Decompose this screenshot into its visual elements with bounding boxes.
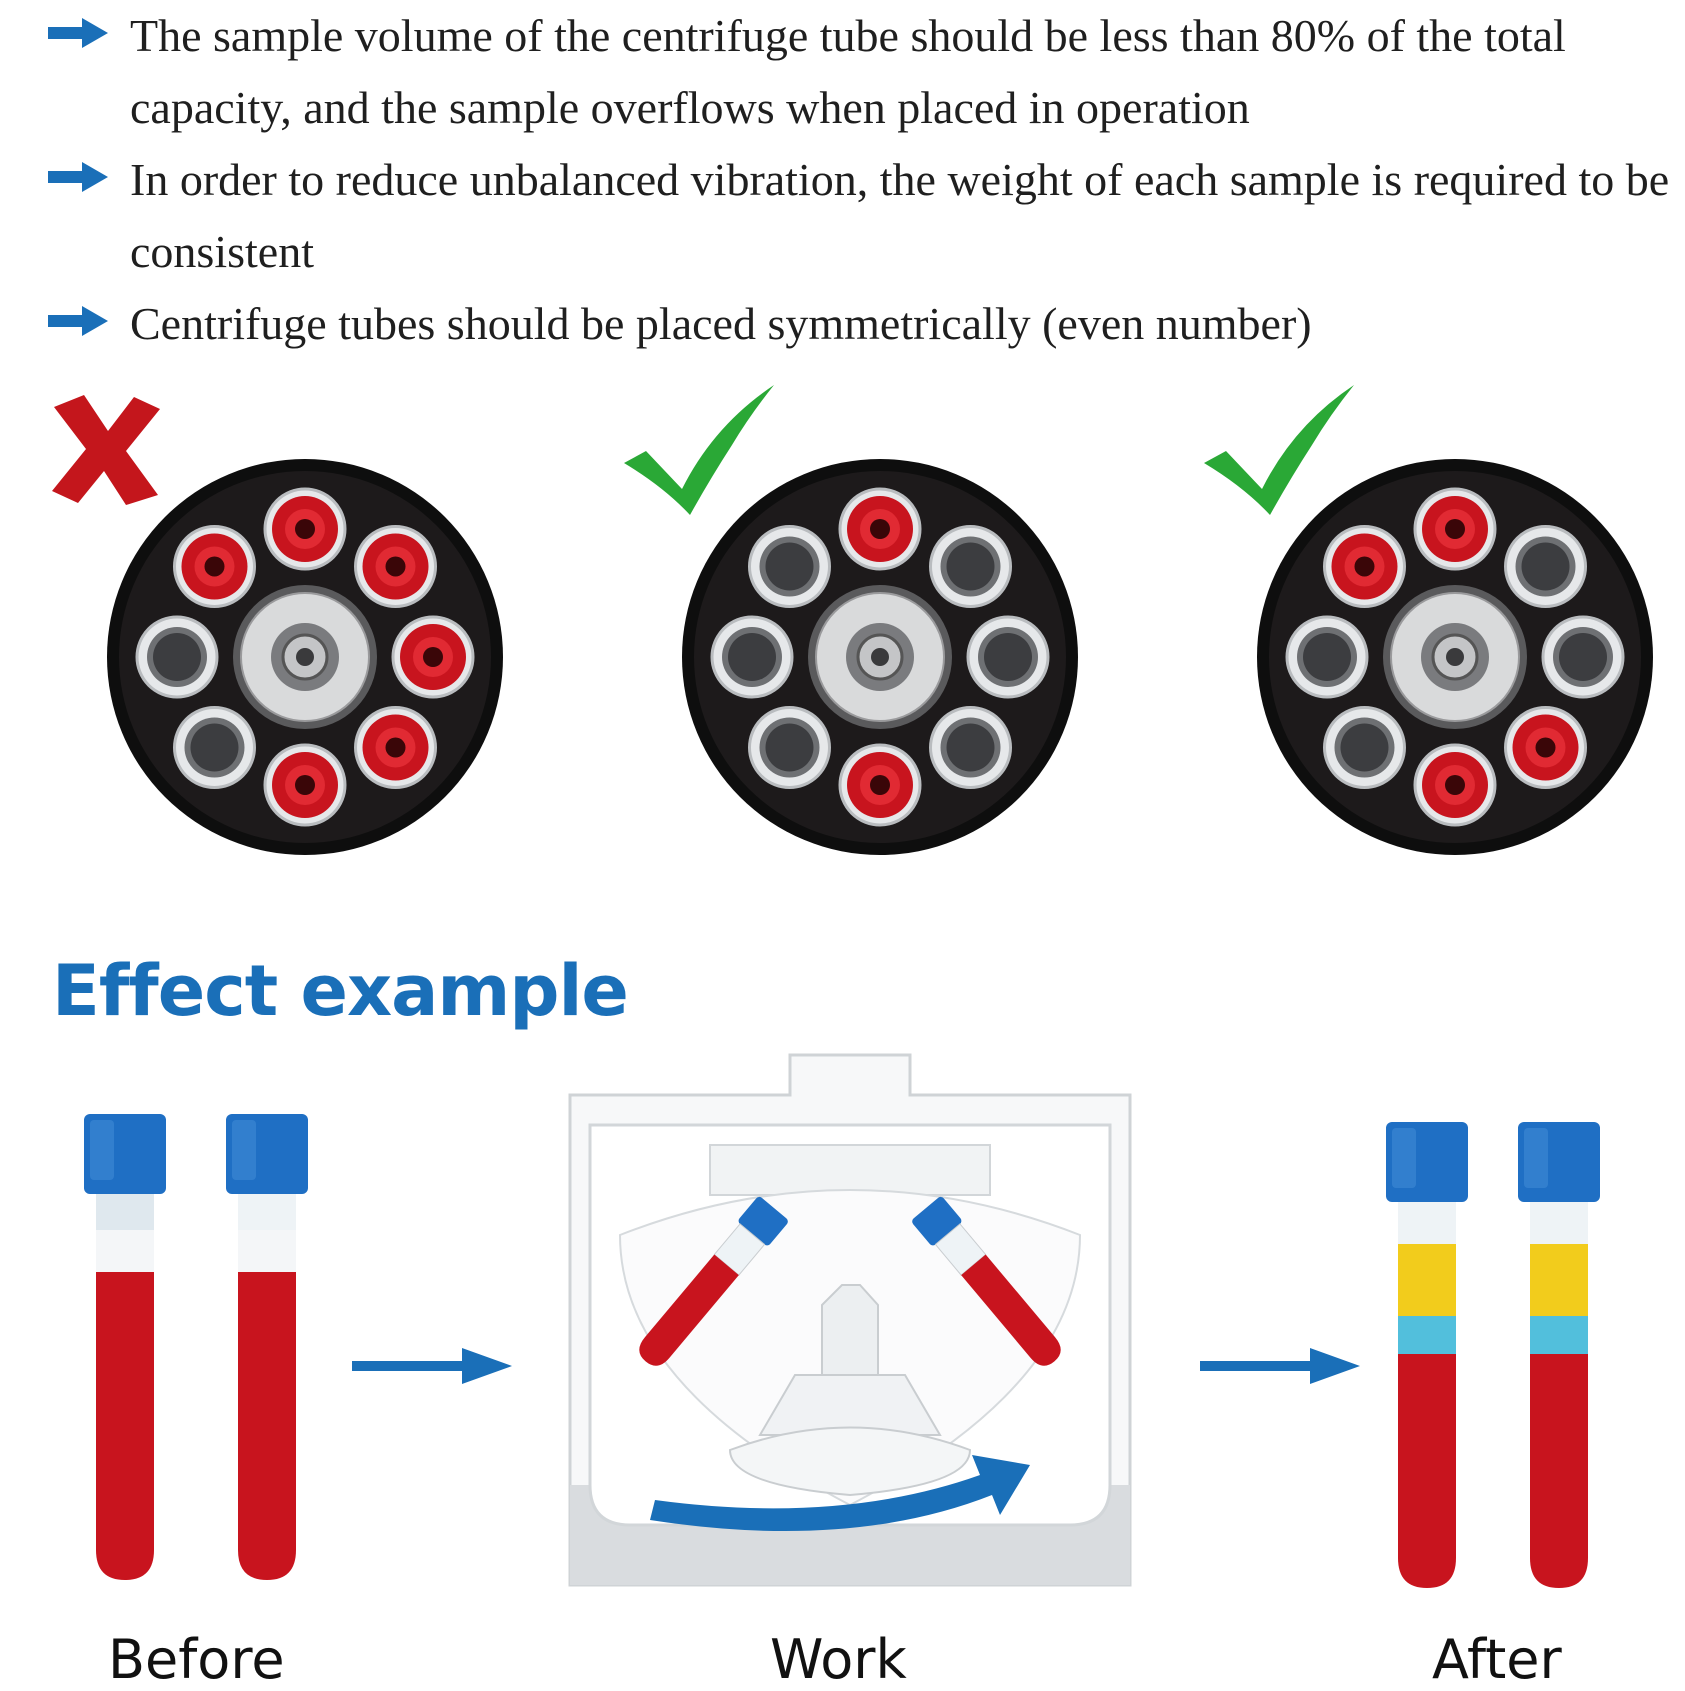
check-mark-icon: [1204, 385, 1354, 515]
bullet-1: The sample volume of the centrifuge tube…: [48, 0, 1648, 150]
rotor-slot-filled: [263, 743, 347, 827]
rotor-slot-empty: [1541, 615, 1625, 699]
rotor-slot-filled: [1413, 743, 1497, 827]
rotor-slot-filled: [354, 706, 438, 790]
rotor-slot-filled: [263, 487, 347, 571]
flow-arrow-icon: [1200, 1348, 1360, 1384]
check-mark-icon: [624, 385, 774, 515]
rotor-slot-empty: [710, 615, 794, 699]
rotor-slot-empty: [1285, 615, 1369, 699]
rotor-slot-filled: [1504, 706, 1588, 790]
rotor-slot-filled: [391, 615, 475, 699]
before-tubes: [84, 1114, 308, 1580]
bullet-2: In order to reduce unbalanced vibration,…: [48, 144, 1669, 294]
test-tube-separated: [1518, 1122, 1600, 1588]
spinning-tube-right: [912, 1196, 1061, 1366]
rotor-slot-filled: [1413, 487, 1497, 571]
rotor-slot-filled: [354, 524, 438, 608]
caption-before: Before: [108, 1628, 285, 1691]
test-tube-unseparated: [84, 1114, 166, 1580]
caption-work: Work: [770, 1628, 907, 1691]
section-title: Effect example: [52, 950, 629, 1032]
test-tube-unseparated: [226, 1114, 308, 1580]
rotation-arrow-icon: [650, 1455, 1030, 1532]
centrifuge-rotor-balanced-two: [682, 459, 1078, 855]
centrifuge-machine: [568, 1053, 1132, 1587]
rotor-slot-empty: [966, 615, 1050, 699]
rotor-slot-filled: [172, 524, 256, 608]
rotor-slot-empty: [747, 524, 831, 608]
rotor-slot-empty: [1322, 706, 1406, 790]
rotor-slot-empty: [172, 706, 256, 790]
rotor-slot-filled: [838, 487, 922, 571]
right-arrow-icon: [48, 306, 108, 336]
cross-mark-icon: [52, 395, 160, 505]
after-tubes: [1386, 1122, 1600, 1588]
rotor-slot-empty: [135, 615, 219, 699]
rotor-slot-empty: [1504, 524, 1588, 608]
rotor-slot-filled: [1322, 524, 1406, 608]
centrifuge-rotor-balanced-four: [1257, 459, 1653, 855]
bullet-text: Centrifuge tubes should be placed symmet…: [130, 298, 1312, 349]
bullet-text: In order to reduce unbalanced vibration,…: [130, 154, 1670, 277]
rotor-slot-filled: [838, 743, 922, 827]
bullet-text: The sample volume of the centrifuge tube…: [130, 10, 1566, 133]
right-arrow-icon: [48, 18, 108, 48]
caption-after: After: [1432, 1628, 1562, 1691]
bullet-3: Centrifuge tubes should be placed symmet…: [48, 288, 1648, 368]
rotor-slot-empty: [929, 524, 1013, 608]
test-tube-separated: [1386, 1122, 1468, 1588]
flow-arrow-icon: [352, 1348, 512, 1384]
rotor-slot-empty: [929, 706, 1013, 790]
rotor-slot-empty: [747, 706, 831, 790]
centrifuge-rotor-unbalanced: [107, 459, 503, 855]
spinning-tube-left: [639, 1196, 788, 1366]
right-arrow-icon: [48, 162, 108, 192]
